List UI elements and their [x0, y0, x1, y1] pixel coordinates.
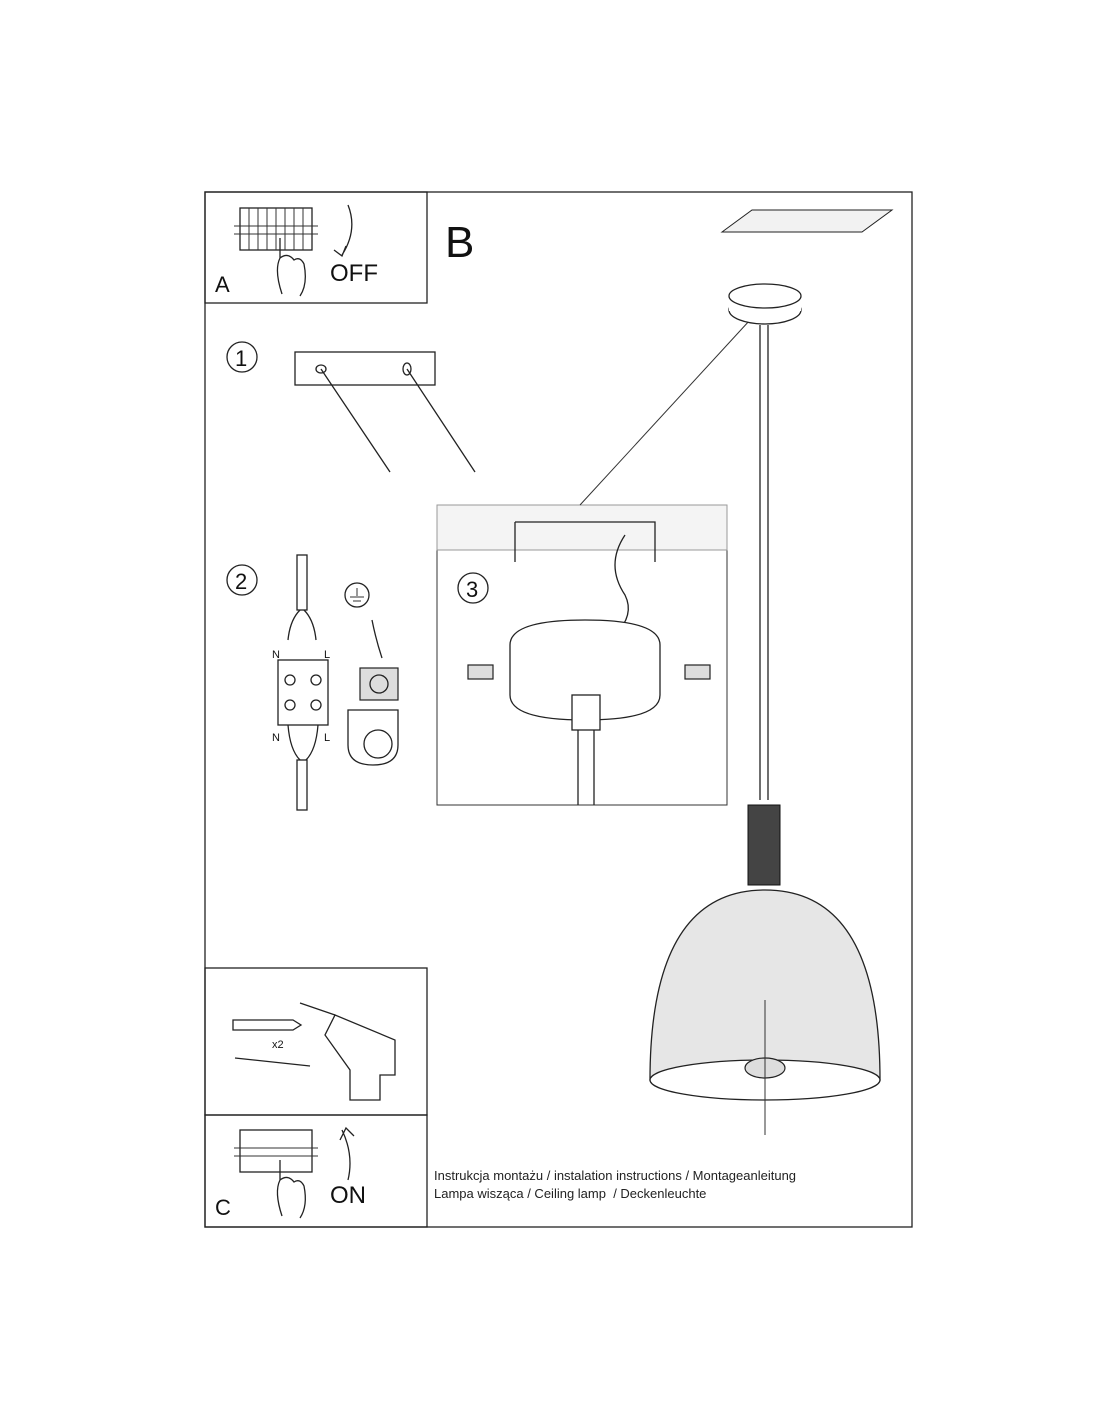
hand-icon [276, 238, 306, 297]
step-1-number: 1 [235, 346, 247, 371]
lamp-socket [747, 804, 781, 886]
step-2-wiring: 2 N L N L [226, 554, 399, 811]
panel-c-letter: C [215, 1195, 231, 1220]
drill-icon [324, 1014, 396, 1101]
panel-c-power-on: C ON [204, 1114, 428, 1228]
outer-frame [204, 191, 913, 1228]
circuit-breaker-icon [234, 207, 318, 251]
step-1-mounting-plate: 1 [226, 341, 476, 473]
panel-drill-tools: x2 [204, 967, 428, 1116]
panel-c-action: ON [330, 1182, 366, 1209]
live-label: L [324, 649, 330, 661]
wall-plug-icon [232, 1019, 303, 1031]
panel-a-letter: A [215, 272, 230, 297]
neutral-label: N [272, 732, 280, 744]
panel-a-action: OFF [330, 260, 378, 287]
arrow-down-icon [333, 204, 353, 258]
step-2-number: 2 [235, 569, 247, 594]
panel-a-power-off: A OFF [204, 191, 428, 304]
hand-icon [276, 1160, 306, 1219]
lamp-shade [649, 889, 881, 1081]
caption-product: Lampa wisząca / Ceiling lamp / Deckenleu… [434, 1186, 707, 1201]
step-3-detail: 3 [436, 319, 751, 806]
caption-instructions: Instrukcja montażu / instalation instruc… [434, 1168, 797, 1183]
step-3-number: 3 [466, 577, 478, 602]
canopy [509, 619, 661, 721]
neutral-label: N [272, 649, 280, 661]
arrow-up-icon [339, 1126, 355, 1181]
panel-b-letter: B [445, 218, 474, 267]
terminal-block [277, 659, 329, 726]
live-label: L [324, 732, 330, 744]
ground-symbol-icon [344, 582, 370, 608]
screw-icon [234, 1057, 311, 1067]
circuit-breaker-icon [239, 1129, 313, 1173]
quantity-label: x2 [272, 1039, 284, 1051]
pendant-lamp-illustration [649, 209, 894, 1135]
ground-clamp [347, 709, 399, 766]
